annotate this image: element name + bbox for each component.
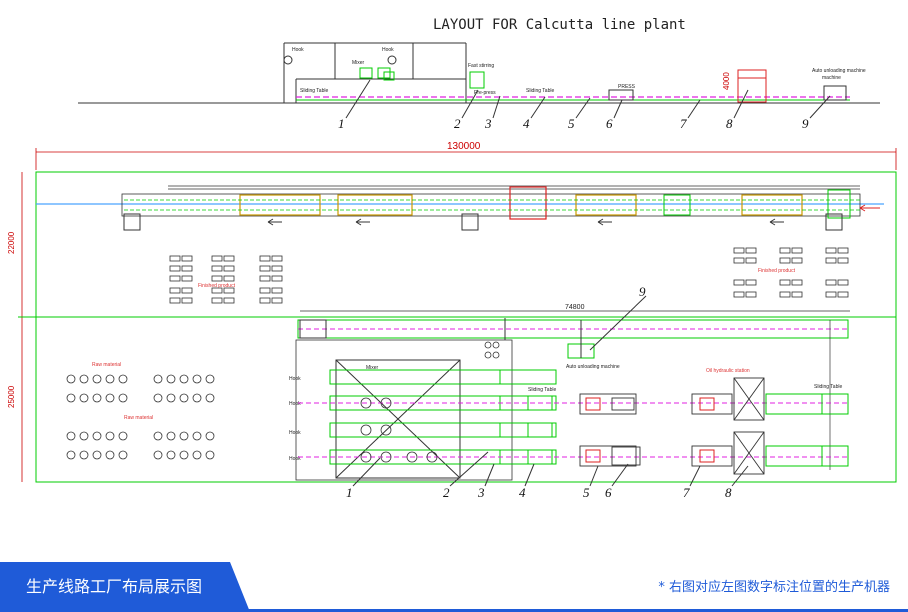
plan-hook-label: Hook (289, 430, 301, 436)
plan-auto-unloading-label: Auto unloading machine (566, 364, 620, 370)
drawing-title: LAYOUT FOR Calcutta line plant (433, 17, 686, 33)
plan-hook-label: Hook (289, 401, 301, 407)
callout-label: 1 (338, 116, 345, 131)
elev-auto-unloading-label: Auto unloading machine (812, 68, 866, 74)
callout-label: 6 (606, 116, 613, 131)
plan-hook-label: Hook (289, 376, 301, 382)
oil-hydraulic-label: Oil hydraulic station (706, 368, 750, 374)
raw-material-label: Raw material (92, 362, 121, 368)
overall-length-dim: 130000 (447, 141, 481, 152)
layout-drawing: LAYOUT FOR Calcutta line plant Hook Hook… (7, 17, 897, 500)
callout-label: 5 (568, 116, 575, 131)
footer-title: 生产线路工厂布局展示图 (25, 577, 202, 596)
callout-label: 6 (605, 485, 612, 500)
left-lower-dim: 25000 (7, 385, 16, 408)
callout-label: 4 (519, 485, 526, 500)
callout-label: 7 (683, 485, 690, 500)
callout-label: 8 (726, 116, 733, 131)
plan-mixer-label: Mixer (366, 365, 379, 371)
elev-sliding-table-label: Sliding Table (300, 88, 328, 94)
plan-view: 130000 22000 25000 (7, 141, 897, 483)
footer-tab (0, 562, 250, 612)
footer-note: * 右图对应左图数字标注位置的生产机器 (658, 580, 890, 595)
elev-mixer-label: Mixer (352, 60, 365, 66)
inner-length-dim: 74800 (565, 304, 585, 311)
callout-label: 5 (583, 485, 590, 500)
plan-callout-9: 9 (639, 284, 646, 299)
callout-label: 2 (454, 116, 461, 131)
elev-press-label: PRESS (618, 84, 636, 90)
callout-label: 3 (477, 485, 485, 500)
left-upper-dim: 22000 (7, 231, 16, 254)
callout-label: 3 (484, 116, 492, 131)
elev-hook-label: Hook (382, 47, 394, 53)
plan-hook-label: Hook (289, 456, 301, 462)
elev-prepress-label: Pre-press (474, 90, 496, 96)
finished-product-label: Finished product (758, 268, 796, 274)
callout-label: 9 (802, 116, 809, 131)
elev-height-dim: 4000 (722, 72, 731, 90)
elev-sliding-table-label: Sliding Table (526, 88, 554, 94)
raw-material-label: Raw material (124, 415, 153, 421)
callout-label: 1 (346, 485, 353, 500)
callout-label: 2 (443, 485, 450, 500)
plan-sliding-table-label: Sliding Table (814, 384, 842, 390)
elev-machine-label: machine (822, 75, 841, 81)
elev-hook-label: Hook (292, 47, 304, 53)
footer-underline (0, 609, 908, 612)
top-callouts: 1 2 3 4 5 6 7 8 9 (338, 79, 831, 131)
elevation-view: Hook Hook Mixer Fast stirring Pre-press … (78, 42, 880, 104)
finished-product-label: Finished product (198, 283, 236, 289)
callout-label: 8 (725, 485, 732, 500)
plan-sliding-table-label: Sliding Table (528, 387, 556, 393)
callout-label: 4 (523, 116, 530, 131)
elev-fast-stirring-label: Fast stirring (468, 63, 494, 69)
bottom-callouts: 1 2 3 4 5 6 7 8 (346, 451, 749, 500)
callout-label: 7 (680, 116, 687, 131)
